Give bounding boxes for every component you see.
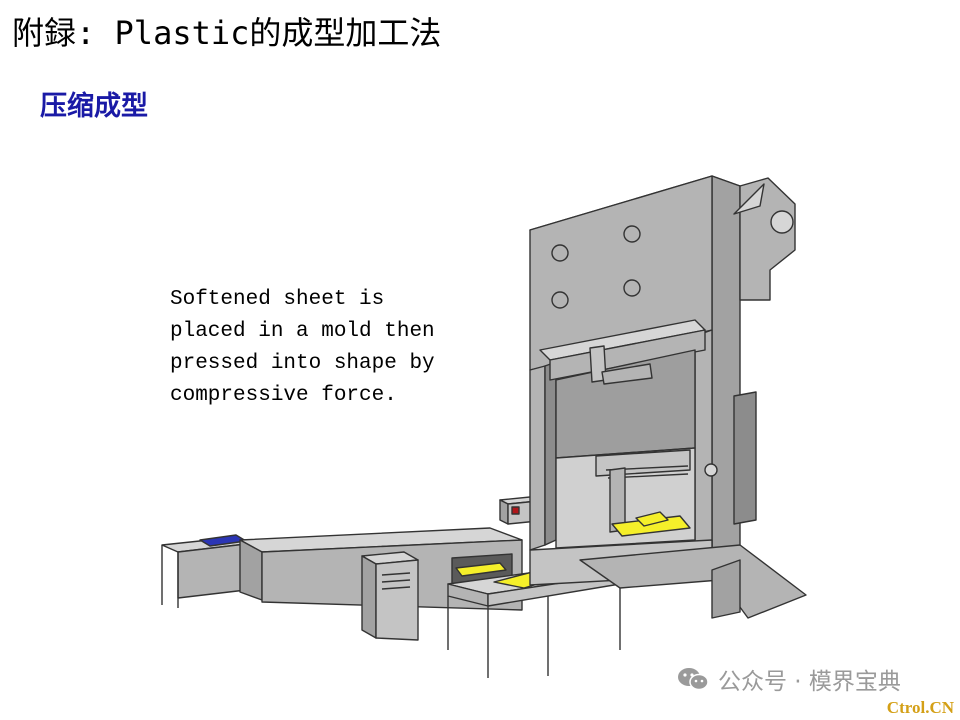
- press-frame: [529, 175, 807, 619]
- description-line: compressive force.: [170, 384, 397, 407]
- description-line: placed in a mold then: [170, 320, 435, 343]
- wechat-icon: [678, 668, 709, 691]
- compression-press-illustration: [161, 175, 807, 678]
- indicator-light: [511, 506, 520, 515]
- slide-title: 附録: Plastic的成型加工法: [12, 14, 442, 52]
- description-line: Softened sheet is: [170, 288, 385, 311]
- description-line: pressed into shape by: [170, 352, 435, 375]
- site-logo-text: Ctrol.CN: [886, 698, 954, 717]
- control-cabinet: [361, 551, 419, 641]
- slide-subtitle: 压缩成型: [40, 91, 148, 122]
- watermark: 公众号 · 模界宝典: [676, 662, 901, 696]
- process-description: Softened sheet is placed in a mold then …: [170, 284, 490, 412]
- feed-table: [161, 534, 247, 608]
- watermark-text: 公众号 · 模界宝典: [718, 669, 901, 695]
